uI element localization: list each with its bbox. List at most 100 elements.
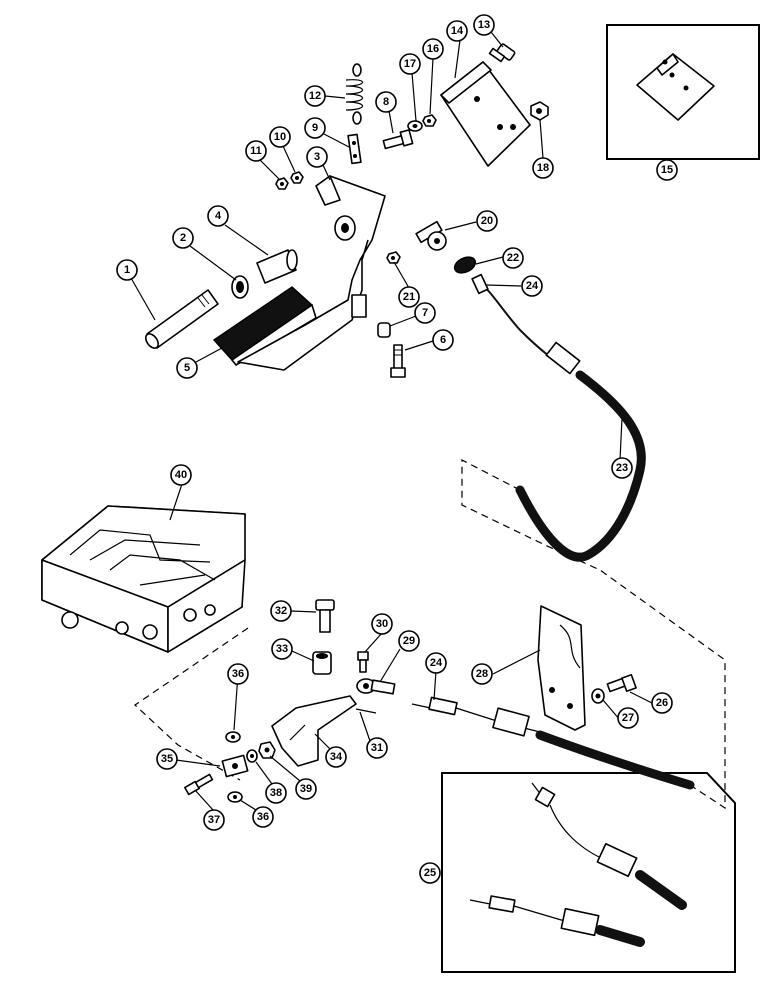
bolt-part-26 <box>606 673 637 693</box>
svg-text:3: 3 <box>314 151 320 163</box>
callout-15: 15 <box>656 159 678 181</box>
svg-text:18: 18 <box>537 162 549 174</box>
cable-rod-end-part <box>415 220 447 251</box>
leader-lines <box>130 31 653 811</box>
adjust-bolt-part <box>390 344 406 378</box>
svg-text:24: 24 <box>526 280 539 292</box>
svg-text:27: 27 <box>622 712 634 724</box>
callout-24-upper: 24 <box>521 275 543 297</box>
pedal-bracket-part <box>440 61 531 167</box>
callout-17: 17 <box>399 53 421 75</box>
svg-text:7: 7 <box>422 307 428 319</box>
svg-text:39: 39 <box>300 783 312 795</box>
svg-text:35: 35 <box>161 753 173 765</box>
svg-text:25: 25 <box>424 867 436 879</box>
callout-40: 40 <box>170 464 192 486</box>
callout-26: 26 <box>651 692 673 714</box>
callout-24-lower: 24 <box>425 652 447 674</box>
nut-part-11 <box>275 177 289 190</box>
svg-text:36: 36 <box>232 668 244 680</box>
svg-text:40: 40 <box>175 469 187 481</box>
callout-23: 23 <box>611 457 633 479</box>
washer-part-17 <box>407 120 423 132</box>
inset-box-15 <box>606 24 760 160</box>
callout-11: 11 <box>245 140 267 162</box>
svg-text:17: 17 <box>404 58 416 70</box>
svg-text:38: 38 <box>270 787 282 799</box>
callout-7: 7 <box>414 302 436 324</box>
callout-8: 8 <box>375 91 397 113</box>
nut-part-16 <box>422 114 437 127</box>
upper-cable-part <box>479 282 646 562</box>
svg-text:33: 33 <box>276 643 288 655</box>
svg-text:2: 2 <box>180 232 186 244</box>
cable-fitting-part-upper <box>471 273 489 295</box>
valve-routing-line <box>134 627 249 781</box>
svg-text:8: 8 <box>383 96 389 108</box>
nut-part-21 <box>386 251 401 264</box>
callout-39: 39 <box>295 778 317 800</box>
svg-text:10: 10 <box>274 131 286 143</box>
cable-boot-part <box>453 256 477 274</box>
nut-part-39 <box>258 741 276 759</box>
svg-text:14: 14 <box>451 25 464 37</box>
svg-text:36: 36 <box>257 811 269 823</box>
callout-21: 21 <box>398 286 420 308</box>
svg-text:9: 9 <box>312 122 318 134</box>
bracket-bolt-part-32 <box>315 599 335 633</box>
callout-6: 6 <box>432 329 454 351</box>
callout-22: 22 <box>502 247 524 269</box>
svg-text:13: 13 <box>478 19 490 31</box>
svg-text:1: 1 <box>124 264 130 276</box>
spring-bolt-part <box>382 129 414 150</box>
callout-36-upper: 36 <box>227 663 249 685</box>
callout-33: 33 <box>271 638 293 660</box>
svg-text:29: 29 <box>403 635 415 647</box>
svg-text:4: 4 <box>215 210 222 222</box>
bushing-part-33 <box>312 651 332 675</box>
inset-box-25 <box>441 772 736 973</box>
callout-20: 20 <box>476 210 498 232</box>
svg-text:31: 31 <box>371 742 383 754</box>
bushing-part <box>256 249 298 284</box>
callout-35: 35 <box>156 748 178 770</box>
pivot-pin-part <box>144 289 219 349</box>
callout-3: 3 <box>306 146 328 168</box>
return-spring-part <box>345 63 364 125</box>
bracket-bolt-part <box>488 43 516 63</box>
shift-lever-part <box>271 695 357 767</box>
nut-part-10 <box>290 171 304 184</box>
svg-text:16: 16 <box>427 43 439 55</box>
callout-27: 27 <box>617 707 639 729</box>
lower-cable-part <box>411 696 695 790</box>
callout-37: 37 <box>203 809 225 831</box>
callout-9: 9 <box>304 117 326 139</box>
svg-text:20: 20 <box>481 215 493 227</box>
svg-text:21: 21 <box>403 291 415 303</box>
callout-13: 13 <box>473 14 495 36</box>
svg-text:37: 37 <box>208 814 220 826</box>
callout-12: 12 <box>304 85 326 107</box>
callout-36-lower: 36 <box>252 806 274 828</box>
svg-text:6: 6 <box>440 334 446 346</box>
spring-anchor-part <box>347 133 362 165</box>
nut-part-36b <box>227 791 243 803</box>
svg-text:24: 24 <box>430 657 443 669</box>
callout-14: 14 <box>446 20 468 42</box>
callout-29: 29 <box>398 630 420 652</box>
nut-part-18 <box>530 101 549 121</box>
pedal-arm-part <box>237 175 386 371</box>
callout-1: 1 <box>116 259 138 281</box>
callout-32: 32 <box>270 600 292 622</box>
callout-31: 31 <box>366 737 388 759</box>
inset-bracket-15 <box>636 53 715 121</box>
callout-5: 5 <box>176 357 198 379</box>
callout-4: 4 <box>207 205 229 227</box>
svg-text:23: 23 <box>616 462 628 474</box>
nut-part-36a <box>225 731 241 743</box>
callout-16: 16 <box>422 38 444 60</box>
clamp-block-part <box>221 754 249 778</box>
bolt-part-30 <box>357 651 369 673</box>
svg-text:12: 12 <box>309 90 321 102</box>
